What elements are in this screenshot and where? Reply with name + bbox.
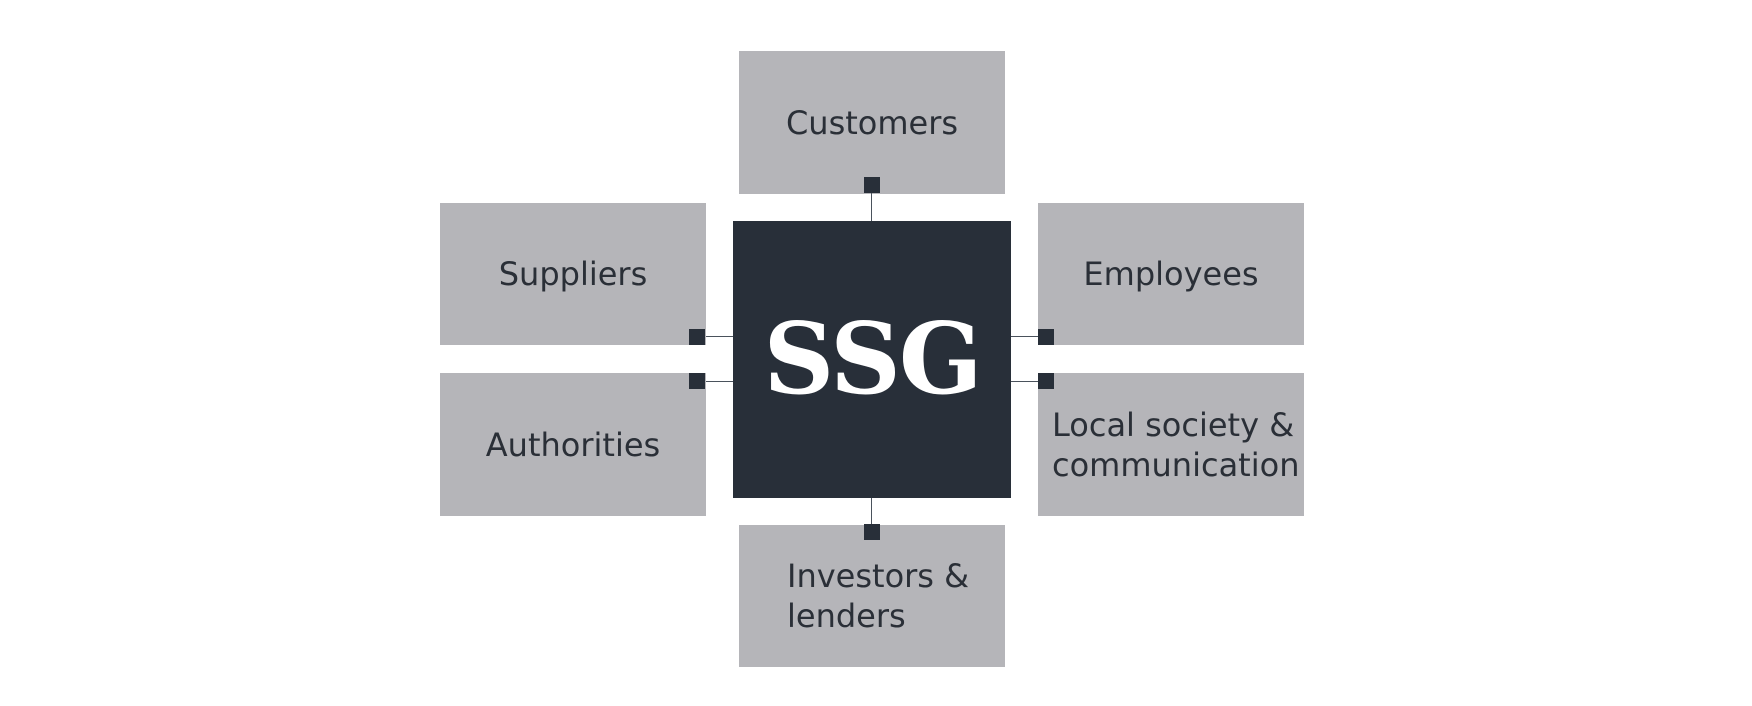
connector-top	[871, 193, 872, 221]
node-local-society	[1038, 373, 1054, 389]
authorities-label: Authorities	[485, 425, 661, 464]
connector-bottom	[871, 498, 872, 526]
connector-left-lower	[706, 381, 733, 382]
node-suppliers	[689, 329, 705, 345]
investors-label-line1: Investors &	[787, 557, 970, 595]
connector-left-upper	[706, 336, 733, 337]
suppliers-box: Suppliers	[440, 203, 706, 345]
ssg-label: SSG	[763, 302, 982, 417]
suppliers-label: Suppliers	[498, 255, 648, 293]
customers-label: Customers	[785, 103, 959, 142]
local-society-label-line1: Local society &	[1052, 405, 1295, 444]
ssg-center-box: SSG	[733, 221, 1011, 498]
node-investors	[864, 524, 880, 540]
investors-label-line2: lenders	[787, 597, 906, 635]
authorities-box: Authorities	[440, 373, 706, 516]
employees-label: Employees	[1083, 255, 1259, 293]
investors-box: Investors & lenders	[739, 525, 1005, 667]
connector-right-upper	[1011, 336, 1038, 337]
node-customers	[864, 177, 880, 193]
node-employees	[1038, 329, 1054, 345]
local-society-label-line2: communication	[1052, 445, 1300, 484]
connector-right-lower	[1011, 381, 1038, 382]
node-authorities	[689, 373, 705, 389]
local-society-box: Local society & communication	[1038, 373, 1304, 516]
customers-box: Customers	[739, 51, 1005, 194]
employees-box: Employees	[1038, 203, 1304, 345]
